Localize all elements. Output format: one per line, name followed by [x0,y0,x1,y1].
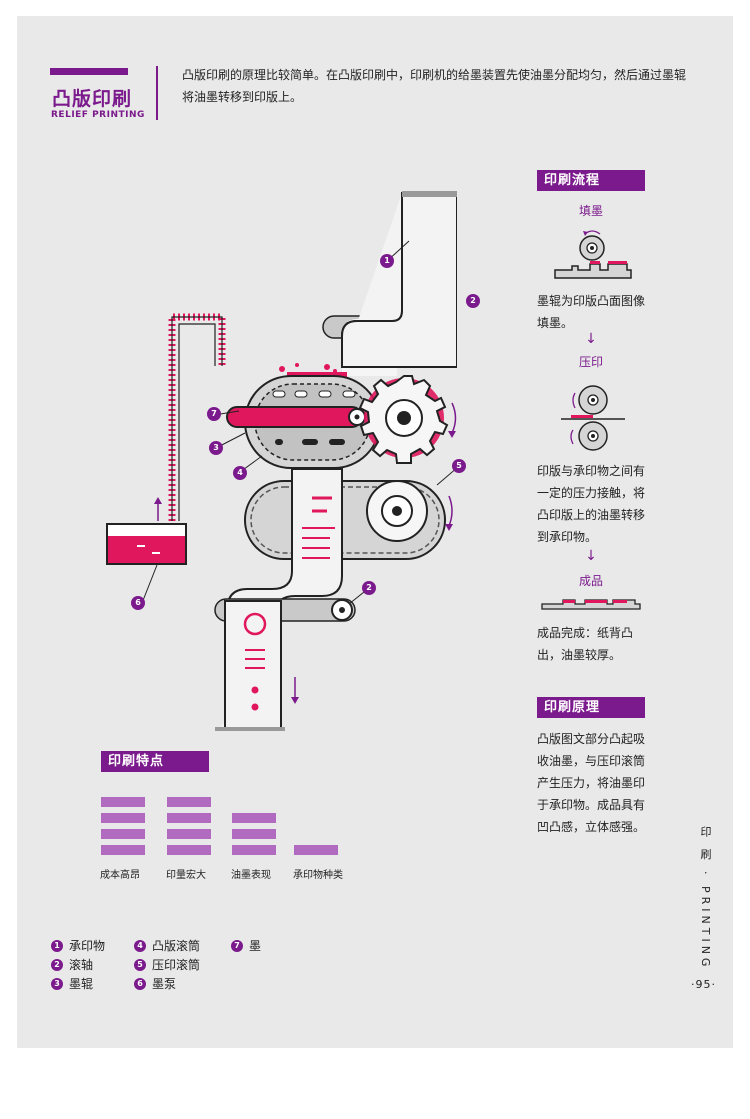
page-title: 凸版印刷 [52,88,133,110]
callout-3: 3 [209,441,223,455]
fill-ink-illustration [554,230,632,279]
feature-bar-block [167,797,211,807]
side-running-title: 印 刷 · PRINTING [699,826,712,971]
legend-col-2: 4 凸版滚筒 5 压印滚筒 6 墨泵 [134,936,200,993]
arrow-down-icon: ↓ [585,548,597,564]
principle-desc: 凸版图文部分凸起吸收油墨，与压印滚筒产生压力，将油墨印于承印物。成品具有凹凸感，… [537,732,646,834]
ink-roller [226,406,363,428]
step-press-desc: 印版与承印物之间有一定的压力接触，将凸印版上的油墨转移到承印物。 [537,464,646,544]
intro-text: 凸版印刷的原理比较简单。在凸版印刷中，印刷机的给墨装置先使油墨分配均匀，然后通过… [182,68,687,104]
step-press-title: 压印 [578,355,603,369]
arrow-down-icon: ↓ [585,331,597,347]
legend-item: 6 墨泵 [134,974,200,993]
feature-bar-block [167,813,211,823]
feature-bar-block [232,845,276,855]
feature-bar-block [101,845,145,855]
step-fill-title: 填墨 [578,204,603,218]
feature-bar-block [232,813,276,823]
feature-bar-block [232,829,276,839]
legend-item: 5 压印滚筒 [134,955,200,974]
callout-6: 6 [131,596,145,610]
legend-col-1: 1 承印物 2 滚轴 3 墨辊 [51,936,105,993]
callout-5: 5 [452,459,466,473]
feature-label: 印量宏大 [166,870,206,881]
finished-product-illustration [541,599,641,610]
legend-label: 承印物 [69,939,106,953]
feature-bar-block [101,813,145,823]
legend-label: 凸版滚筒 [152,939,201,953]
features-tag: 印刷特点 [101,751,209,772]
feature-bar-block [101,797,145,807]
feature-label: 承印物种类 [293,870,343,881]
feature-bar-block [101,829,145,839]
features-bar-graph [101,797,338,855]
callout-4: 4 [233,466,247,480]
page-number: ·95· [691,978,716,991]
header-divider [156,66,158,120]
legend-num: 7 [231,939,243,952]
process-tag: 印刷流程 [537,170,645,191]
step-product-title: 成品 [578,574,603,588]
legend-item: 2 滚轴 [51,955,105,974]
legend-num: 5 [134,958,146,971]
feature-label: 油墨表现 [231,870,271,881]
legend-label: 墨辊 [69,977,94,991]
feature-label: 成本高昂 [100,870,140,881]
legend-num: 3 [51,977,63,990]
feature-bar-block [167,845,211,855]
callout-2-lower: 2 [362,581,376,595]
page-panel: 凸版印刷 RELIEF PRINTING 凸版印刷的原理比较简单。在凸版印刷中，… [17,16,733,1048]
press-illustration [561,385,625,451]
callout-1: 1 [380,254,394,268]
callout-7: 7 [207,407,221,421]
step-product-desc: 成品完成：纸背凸出，油墨较厚。 [537,626,634,662]
legend-item: 1 承印物 [51,936,105,955]
legend-label: 压印滚筒 [152,958,201,972]
principle-tag: 印刷原理 [537,697,645,718]
feature-bar-block [294,845,338,855]
legend-label: 滚轴 [69,958,94,972]
legend-num: 6 [134,977,146,990]
legend-item: 3 墨辊 [51,974,105,993]
title-accent-bar [50,68,128,75]
legend-label: 墨 [249,939,262,953]
legend-label: 墨泵 [152,977,177,991]
legend-num: 2 [51,958,63,971]
page-subtitle: RELIEF PRINTING [51,110,145,120]
legend-num: 1 [51,939,63,952]
relief-printing-diagram [106,191,457,731]
callout-2-upper: 2 [466,294,480,308]
legend-item: 4 凸版滚筒 [134,936,200,955]
step-fill-desc: 墨辊为印版凸面图像填墨。 [537,294,646,330]
feature-bar-block [167,829,211,839]
legend-num: 4 [134,939,146,952]
